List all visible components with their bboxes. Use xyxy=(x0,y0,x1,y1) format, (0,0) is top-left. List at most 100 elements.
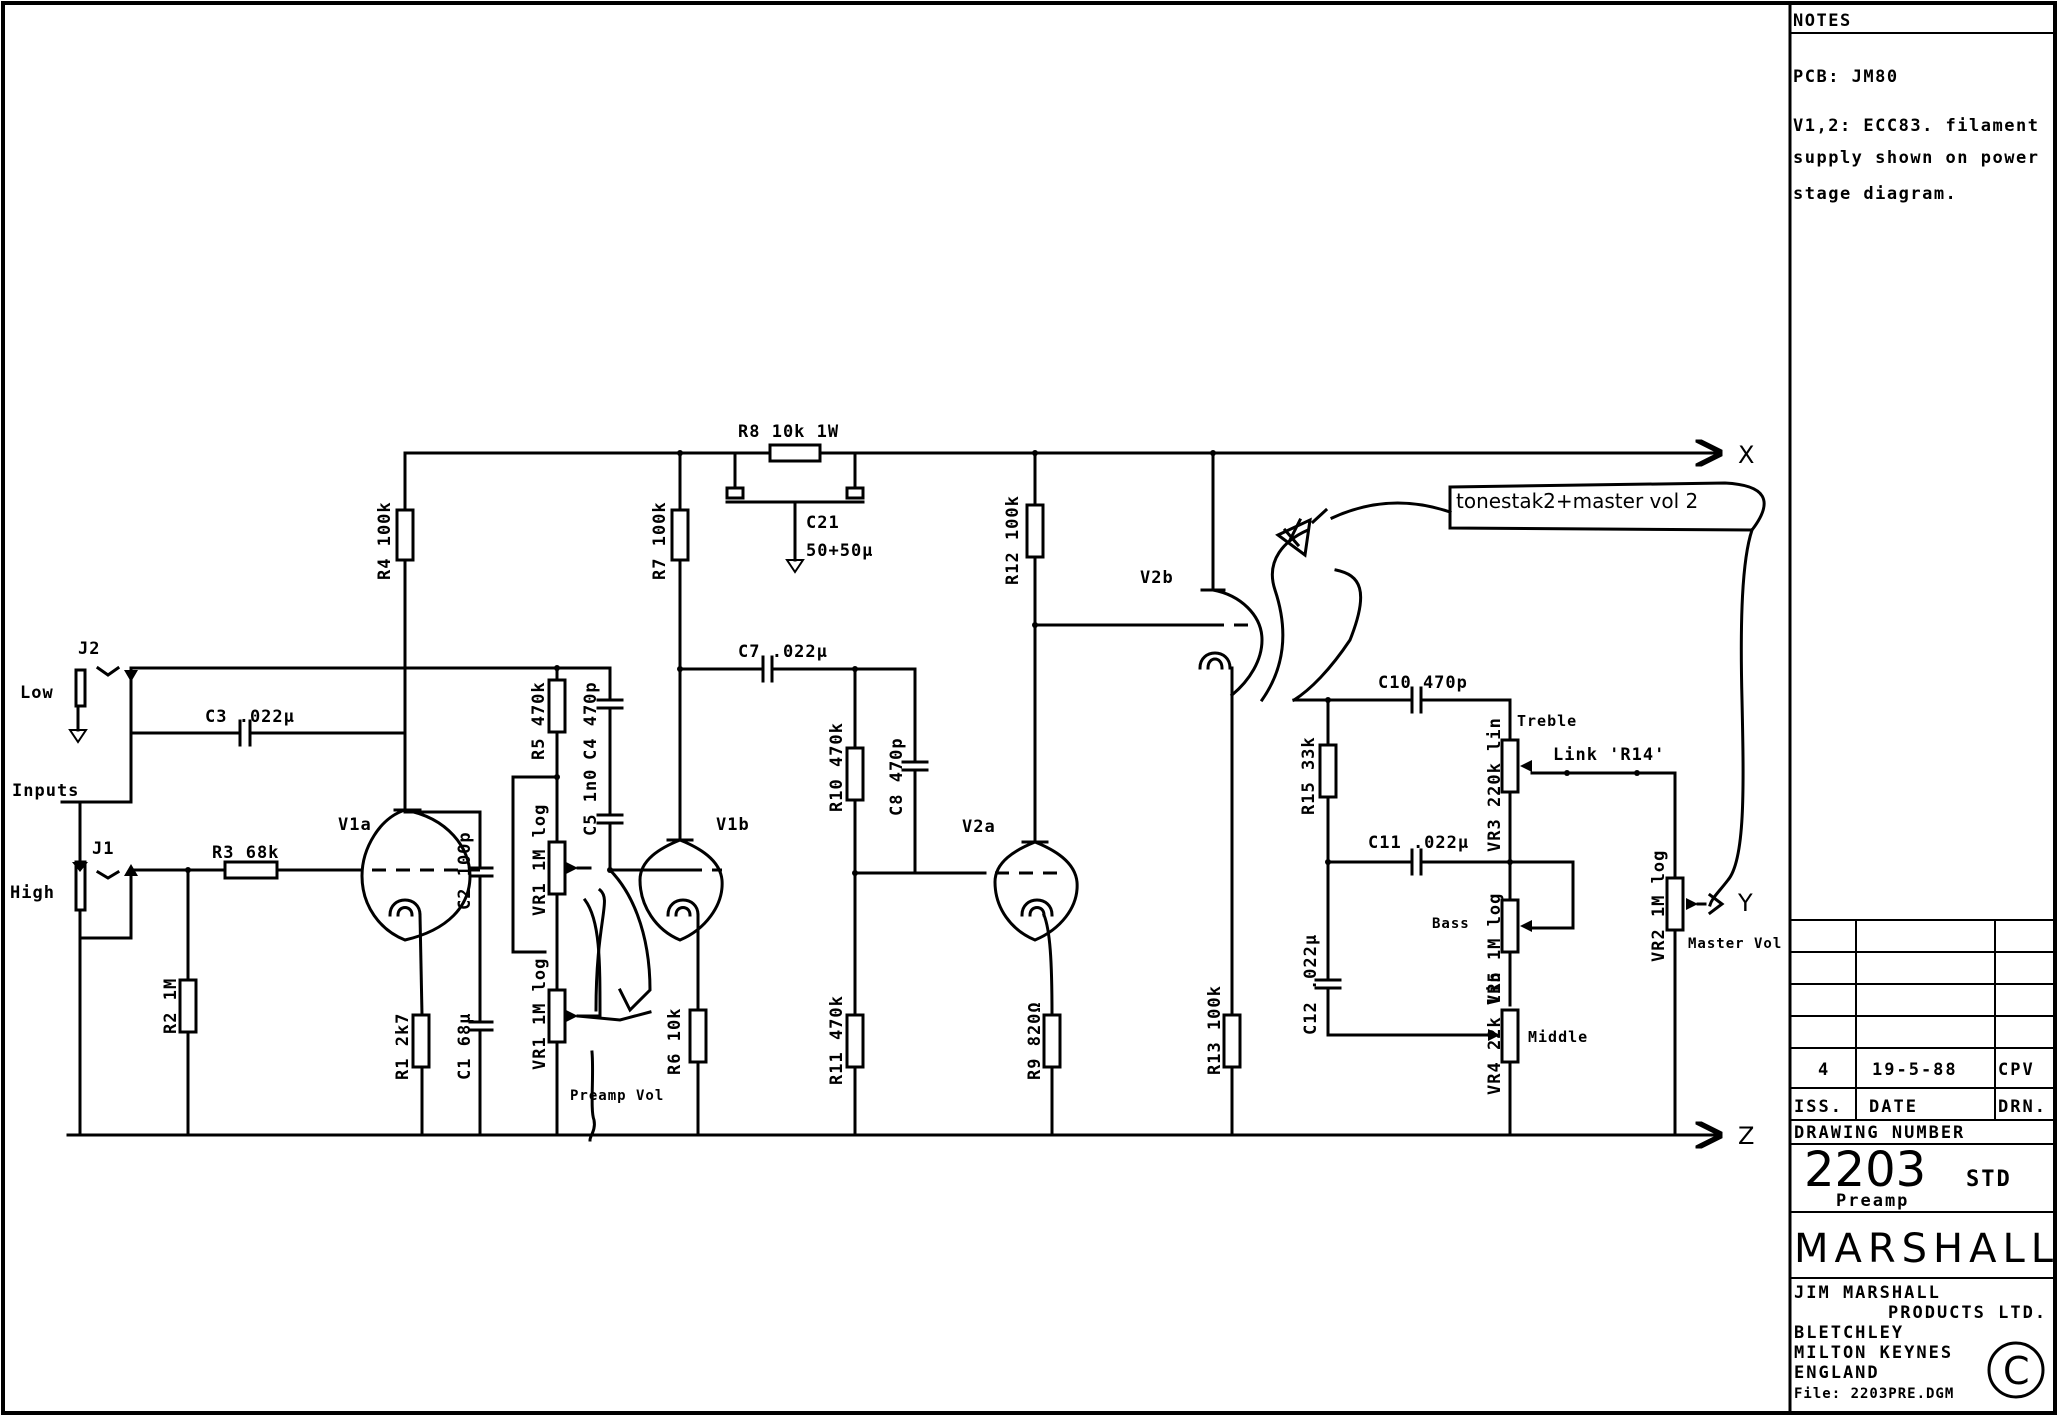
potentiometer-vr3: Treble Link 'R14' VR3 220k lin xyxy=(1485,698,1677,902)
label-low: Low xyxy=(20,683,54,703)
label-c2: C2 100p xyxy=(455,831,475,910)
label-j1: J1 xyxy=(92,839,114,859)
label-vr4: VR4 22k lin xyxy=(1485,971,1505,1095)
resistor-r9: R9 820Ω xyxy=(1025,913,1062,1137)
potentiometer-vr5: Bass VR5 1M log xyxy=(1432,893,1532,1007)
copyright-letter: C xyxy=(2003,1349,2030,1393)
label-r10: R10 470k xyxy=(827,722,847,812)
label-treble: Treble xyxy=(1517,712,1577,730)
label-j2: J2 xyxy=(78,639,100,659)
address-line3: ENGLAND xyxy=(1794,1363,1880,1383)
label-c1: C1 68µ xyxy=(455,1013,475,1080)
label-c8: C8 470p xyxy=(887,737,907,816)
capacitor-c4: C4 470p xyxy=(581,666,624,817)
capacitor-c10: C10 470p xyxy=(1292,673,1512,714)
label-v2a: V2a xyxy=(962,817,996,837)
company-line2: PRODUCTS LTD. xyxy=(1888,1303,2047,1323)
label-r5: R5 470k xyxy=(529,681,549,760)
resistor-r3: R3 68k xyxy=(188,843,362,880)
label-c10: C10 470p xyxy=(1378,673,1468,693)
capacitor-c1: C1 68µ xyxy=(455,1013,494,1137)
label-v1b: V1b xyxy=(716,815,750,835)
revision-drawn: CPV xyxy=(1998,1060,2035,1080)
resistor-r1: R1 2k7 xyxy=(393,913,431,1137)
label-r4: R4 100k xyxy=(375,501,395,580)
revision-issue-header: ISS. xyxy=(1794,1097,1843,1117)
potentiometer-vr1: VR1 1M log VR1 1M log Preamp Vol xyxy=(511,775,692,1142)
label-vr1b: VR1 1M log xyxy=(530,958,550,1070)
notes-panel: NOTES PCB: JM80 V1,2: ECC83. filament su… xyxy=(1788,1,2055,1415)
drawing-number: 2203 xyxy=(1804,1142,1926,1198)
resistor-r5: R5 470k xyxy=(529,665,567,844)
label-r3: R3 68k xyxy=(212,843,279,863)
notes-line2: supply shown on power xyxy=(1793,148,2039,168)
label-r11: R11 470k xyxy=(827,995,847,1085)
label-v2b: V2b xyxy=(1140,568,1174,588)
label-vr3: VR3 220k lin xyxy=(1485,717,1505,852)
label-middle: Middle xyxy=(1528,1028,1588,1046)
rail-x-label: X xyxy=(1738,441,1754,469)
potentiometer-vr4: Middle VR4 22k lin xyxy=(1485,971,1588,1137)
resistor-r2: R2 1M xyxy=(161,867,198,1137)
resistor-r15: R15 33k xyxy=(1299,698,1338,982)
capacitor-c3: C3 .022µ xyxy=(129,707,407,747)
hand-drawn-modification: tonestak2+master vol 2 xyxy=(1259,481,1766,907)
revision-date-header: DATE xyxy=(1869,1097,1918,1117)
label-bass: Bass xyxy=(1432,916,1470,932)
label-c4: C4 470p xyxy=(581,681,601,760)
label-r9: R9 820Ω xyxy=(1025,1001,1045,1080)
capacitor-c2: C2 100p xyxy=(403,810,494,1024)
drawing-subtitle: Preamp xyxy=(1836,1191,1909,1211)
label-c21: C21 xyxy=(806,513,840,533)
label-inputs: Inputs xyxy=(12,781,79,801)
capacitor-c11: C11 .022µ xyxy=(1326,833,1575,930)
label-c21-value: 50+50µ xyxy=(806,541,873,561)
capacitor-c5: C5 1n0 xyxy=(581,769,624,872)
label-vr2: VR2 1M log xyxy=(1649,850,1669,962)
label-r7: R7 100k xyxy=(650,501,670,580)
revision-date: 19-5-88 xyxy=(1872,1060,1958,1080)
revision-table: 4 19-5-88 CPV ISS. DATE DRN. xyxy=(1790,919,2055,1121)
potentiometer-vr2: VR2 1M log Master Vol xyxy=(1649,771,1781,1137)
capacitor-c7: C7 .022µ xyxy=(677,642,917,683)
brand-name: MARSHALL xyxy=(1794,1226,2059,1272)
revision-drawn-header: DRN. xyxy=(1998,1097,2047,1117)
label-preamp-vol: Preamp Vol xyxy=(570,1088,664,1104)
company-line1: JIM MARSHALL xyxy=(1794,1283,1941,1303)
label-r1: R1 2k7 xyxy=(393,1013,413,1080)
notes-line3: stage diagram. xyxy=(1793,184,1957,204)
notes-line1: V1,2: ECC83. filament xyxy=(1793,116,2039,136)
label-r12: R12 100k xyxy=(1003,495,1023,585)
label-c3: C3 .022µ xyxy=(205,707,295,727)
label-c12: C12 .022µ xyxy=(1301,934,1321,1035)
resistor-r10: R10 470k xyxy=(827,667,865,1017)
label-c5: C5 1n0 xyxy=(581,769,601,836)
capacitor-c8: C8 470p xyxy=(853,667,987,875)
address-line2: MILTON KEYNES xyxy=(1794,1343,1953,1363)
label-r8: R8 10k 1W xyxy=(738,422,839,442)
resistor-r4: R4 100k xyxy=(375,501,415,580)
drawing-suffix: STD xyxy=(1966,1167,2012,1192)
label-c11: C11 .022µ xyxy=(1368,833,1469,853)
label-vr1a: VR1 1M log xyxy=(530,804,550,916)
address-line1: BLETCHLEY xyxy=(1794,1323,1904,1343)
label-r6: R6 10k xyxy=(665,1008,685,1075)
rail-z-label: Z xyxy=(1738,1122,1754,1150)
drawing-number-label: DRAWING NUMBER xyxy=(1794,1123,1965,1143)
label-v1a: V1a xyxy=(338,815,372,835)
tube-v2b: V2b xyxy=(1140,450,1264,1017)
capacitor-c12: C12 .022µ xyxy=(1301,934,1500,1041)
label-high: High xyxy=(10,883,55,903)
modification-note: tonestak2+master vol 2 xyxy=(1456,489,1698,513)
rail-y-label: Y xyxy=(1737,889,1753,917)
capacitor-c21: C21 50+50µ xyxy=(785,500,873,574)
label-r15: R15 33k xyxy=(1299,736,1319,815)
label-r13: R13 100k xyxy=(1205,985,1225,1075)
revision-issue: 4 xyxy=(1818,1060,1830,1080)
label-vr5: VR5 1M log xyxy=(1485,893,1505,1005)
resistor-r7: R7 100k xyxy=(650,450,690,580)
resistor-r8: R8 10k 1W xyxy=(725,422,865,504)
label-link: Link 'R14' xyxy=(1553,745,1665,765)
file-name: File: 2203PRE.DGM xyxy=(1794,1386,1954,1402)
